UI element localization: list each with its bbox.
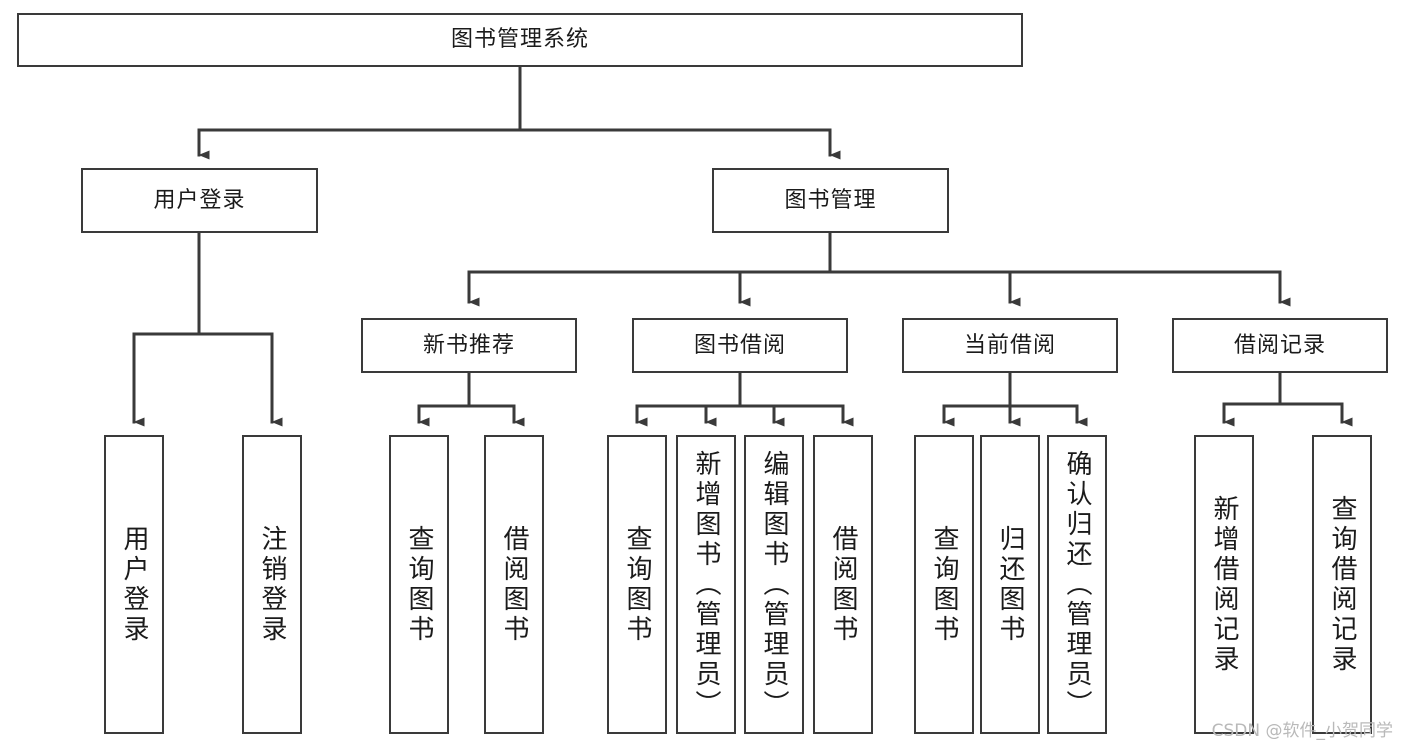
node-leaf-return-book[interactable]: 归还图书 <box>980 435 1040 734</box>
node-leaf-query-book-1[interactable]: 查询图书 <box>389 435 449 734</box>
node-borrow-record-label: 借阅记录 <box>1233 332 1326 358</box>
node-leaf-user-login-label: 用户登录 <box>119 524 149 645</box>
node-leaf-borrow-book-2-label: 借阅图书 <box>828 524 858 645</box>
node-leaf-add-book-label: 新增图书（管理员） <box>691 449 721 720</box>
node-leaf-logout-login-label: 注销登录 <box>257 524 287 645</box>
node-book-manage-label: 图书管理 <box>784 187 877 213</box>
node-leaf-borrow-book-2[interactable]: 借阅图书 <box>813 435 873 734</box>
node-leaf-confirm-return-label: 确认归还（管理员） <box>1062 449 1092 720</box>
node-leaf-borrow-book-1[interactable]: 借阅图书 <box>484 435 544 734</box>
node-leaf-add-record[interactable]: 新增借阅记录 <box>1194 435 1254 734</box>
node-leaf-query-book-2-label: 查询图书 <box>622 524 652 645</box>
node-leaf-logout-login[interactable]: 注销登录 <box>242 435 302 734</box>
node-book-borrow[interactable]: 图书借阅 <box>632 318 848 373</box>
node-leaf-add-record-label: 新增借阅记录 <box>1209 494 1239 675</box>
node-user-login-label: 用户登录 <box>153 187 246 213</box>
node-leaf-edit-book[interactable]: 编辑图书（管理员） <box>744 435 804 734</box>
node-leaf-query-book-3-label: 查询图书 <box>929 524 959 645</box>
node-new-book-recommend-label: 新书推荐 <box>422 332 515 358</box>
node-leaf-query-book-2[interactable]: 查询图书 <box>607 435 667 734</box>
node-current-borrow[interactable]: 当前借阅 <box>902 318 1118 373</box>
node-current-borrow-label: 当前借阅 <box>963 332 1056 358</box>
node-leaf-add-book[interactable]: 新增图书（管理员） <box>676 435 736 734</box>
node-leaf-query-record[interactable]: 查询借阅记录 <box>1312 435 1372 734</box>
node-book-borrow-label: 图书借阅 <box>693 332 786 358</box>
node-leaf-user-login[interactable]: 用户登录 <box>104 435 164 734</box>
csdn-watermark: CSDN @软件_小贺同学 <box>1211 721 1393 741</box>
node-leaf-edit-book-label: 编辑图书（管理员） <box>759 449 789 720</box>
node-root-label: 图书管理系统 <box>450 27 589 53</box>
node-book-manage[interactable]: 图书管理 <box>712 168 949 233</box>
node-leaf-query-record-label: 查询借阅记录 <box>1327 494 1357 675</box>
node-leaf-confirm-return[interactable]: 确认归还（管理员） <box>1047 435 1107 734</box>
node-leaf-borrow-book-1-label: 借阅图书 <box>499 524 529 645</box>
node-user-login[interactable]: 用户登录 <box>81 168 318 233</box>
node-leaf-query-book-3[interactable]: 查询图书 <box>914 435 974 734</box>
node-new-book-recommend[interactable]: 新书推荐 <box>361 318 577 373</box>
node-leaf-query-book-1-label: 查询图书 <box>404 524 434 645</box>
node-root[interactable]: 图书管理系统 <box>17 13 1023 67</box>
node-borrow-record[interactable]: 借阅记录 <box>1172 318 1388 373</box>
node-leaf-return-book-label: 归还图书 <box>995 524 1025 645</box>
